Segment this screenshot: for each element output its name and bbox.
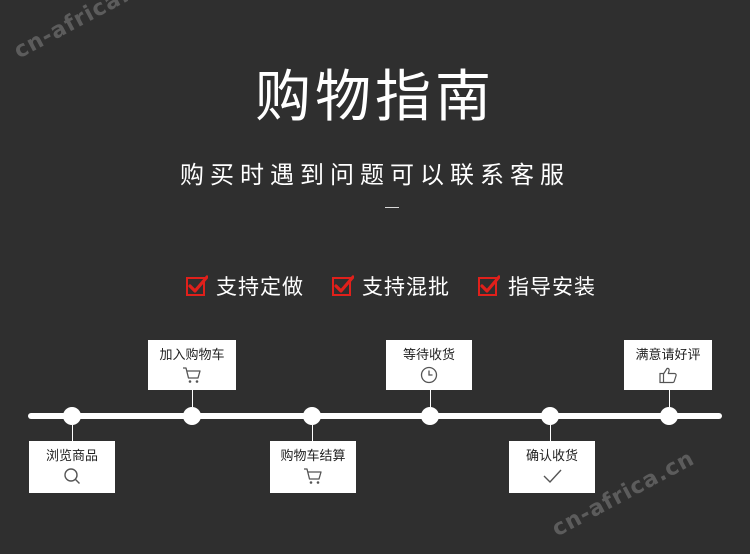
feature-label: 支持混批 <box>362 275 450 299</box>
step-label: 确认收货 <box>525 449 578 464</box>
timeline-connector <box>550 425 551 441</box>
timeline-connector <box>192 390 193 407</box>
timeline-connector <box>312 425 313 441</box>
checkbox-checked-icon <box>186 275 208 296</box>
thumbs-up-icon <box>659 367 677 384</box>
feature-item-custom: 支持定做 <box>186 270 304 302</box>
timeline-connector <box>669 390 670 407</box>
timeline-node <box>541 407 559 425</box>
timeline-connector <box>72 425 73 441</box>
step-label: 购物车结算 <box>280 449 346 464</box>
cart-icon <box>304 468 322 484</box>
feature-label: 支持定做 <box>216 275 304 299</box>
step-label: 加入购物车 <box>159 348 225 363</box>
feature-label: 指导安装 <box>508 275 596 299</box>
checkbox-checked-icon <box>332 275 354 296</box>
step-card-leave-review: 满意请好评 <box>624 340 712 390</box>
step-card-confirm-receipt: 确认收货 <box>509 441 595 493</box>
feature-list: 支持定做 支持混批 指导安装 <box>0 270 750 302</box>
timeline-node <box>660 407 678 425</box>
timeline-node <box>303 407 321 425</box>
timeline-line <box>28 413 722 419</box>
search-icon <box>64 468 80 484</box>
feature-item-mixed-wholesale: 支持混批 <box>332 270 450 302</box>
step-label: 浏览商品 <box>45 449 98 464</box>
step-card-add-to-cart: 加入购物车 <box>148 340 236 390</box>
timeline-node <box>183 407 201 425</box>
checkbox-checked-icon <box>478 275 500 296</box>
page-title: 购物指南 <box>255 65 495 130</box>
checkmark-icon <box>543 469 562 484</box>
timeline-node <box>421 407 439 425</box>
feature-item-installation-guide: 指导安装 <box>478 270 596 302</box>
step-label: 等待收货 <box>402 348 455 363</box>
timeline-connector <box>430 390 431 407</box>
timeline-node <box>63 407 81 425</box>
cart-icon <box>183 367 201 383</box>
step-card-browse: 浏览商品 <box>29 441 115 493</box>
clock-icon <box>420 366 438 384</box>
step-card-checkout: 购物车结算 <box>270 441 356 493</box>
divider <box>385 207 399 208</box>
step-card-await-delivery: 等待收货 <box>386 340 472 390</box>
step-label: 满意请好评 <box>635 348 701 363</box>
page-subtitle: 购买时遇到问题可以联系客服 <box>180 161 570 189</box>
